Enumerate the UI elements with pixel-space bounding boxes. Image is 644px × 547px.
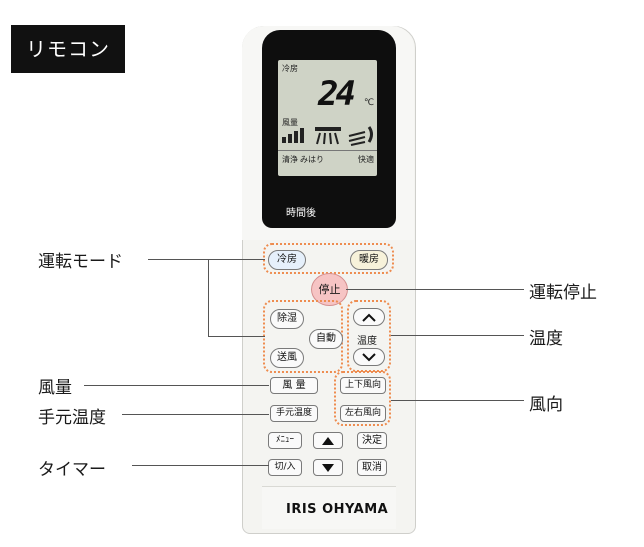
lcd-unit: ℃ [364, 98, 375, 108]
onoff-button[interactable]: 切/入 [268, 459, 302, 476]
lcd-display [278, 60, 377, 176]
temp-down-button[interactable] [353, 348, 385, 366]
temp-label: 温度 [357, 336, 377, 347]
leader-mode-top [208, 259, 265, 260]
triangle-down-icon [322, 464, 334, 472]
airflow-down-icon [315, 127, 341, 145]
dehumidify-button[interactable]: 除湿 [270, 309, 304, 329]
label-hand-temp: 手元温度 [38, 408, 106, 428]
label-direction: 風向 [529, 395, 563, 415]
lcd-timer: 時間後 [286, 208, 316, 219]
fan-strength-icon [282, 128, 304, 143]
lcd-mode: 冷房 [282, 64, 298, 73]
label-mode: 運転モード [38, 252, 123, 272]
lcd-footer-clean: 清浄 [282, 155, 298, 164]
label-timer: タイマー [38, 460, 106, 480]
temp-up-button[interactable] [353, 308, 385, 326]
leader-fan [84, 385, 269, 386]
leader-direction [391, 400, 524, 401]
leader-timer [132, 465, 269, 466]
brand-logo: IRIS OHYAMA [286, 502, 389, 517]
leftright-direction-button[interactable]: 左右風向 [340, 405, 386, 422]
lcd-divider [278, 150, 377, 151]
remote-bottom-panel [262, 486, 396, 529]
chevron-up-icon [362, 313, 376, 322]
lcd-footer-watch: みはり [300, 155, 324, 164]
leader-mode-bottom [208, 336, 265, 337]
label-stop: 運転停止 [529, 283, 597, 303]
leader-hand-temp [122, 414, 269, 415]
updown-direction-button[interactable]: 上下風向 [340, 377, 386, 394]
timer-down-button[interactable] [313, 459, 343, 476]
cancel-button[interactable]: 取消 [357, 459, 387, 476]
lcd-footer-comfort: 快適 [358, 155, 374, 164]
fan-only-button[interactable]: 送風 [270, 348, 304, 368]
decide-button[interactable]: 決定 [357, 432, 387, 449]
fan-button[interactable]: 風 量 [270, 377, 318, 394]
label-temp: 温度 [529, 329, 563, 349]
direction-highlight [334, 371, 391, 426]
chevron-down-icon [362, 353, 376, 362]
leader-mode [148, 259, 208, 260]
leader-mode-vertical [208, 259, 209, 337]
auto-button[interactable]: 自動 [309, 329, 343, 349]
lcd-fan: 風量 [282, 118, 298, 127]
airflow-side-icon [348, 126, 373, 146]
heat-button[interactable]: 暖房 [350, 250, 388, 270]
title-badge: リモコン [11, 25, 125, 73]
lcd-temperature: 24 [318, 74, 356, 114]
label-fan: 風量 [38, 378, 72, 398]
triangle-up-icon [322, 437, 334, 445]
hand-temp-button[interactable]: 手元温度 [270, 405, 318, 422]
timer-up-button[interactable] [313, 432, 343, 449]
menu-button[interactable]: ﾒﾆｭｰ [268, 432, 302, 449]
leader-stop [346, 289, 524, 290]
leader-temp [391, 335, 524, 336]
cool-button[interactable]: 冷房 [268, 250, 306, 270]
